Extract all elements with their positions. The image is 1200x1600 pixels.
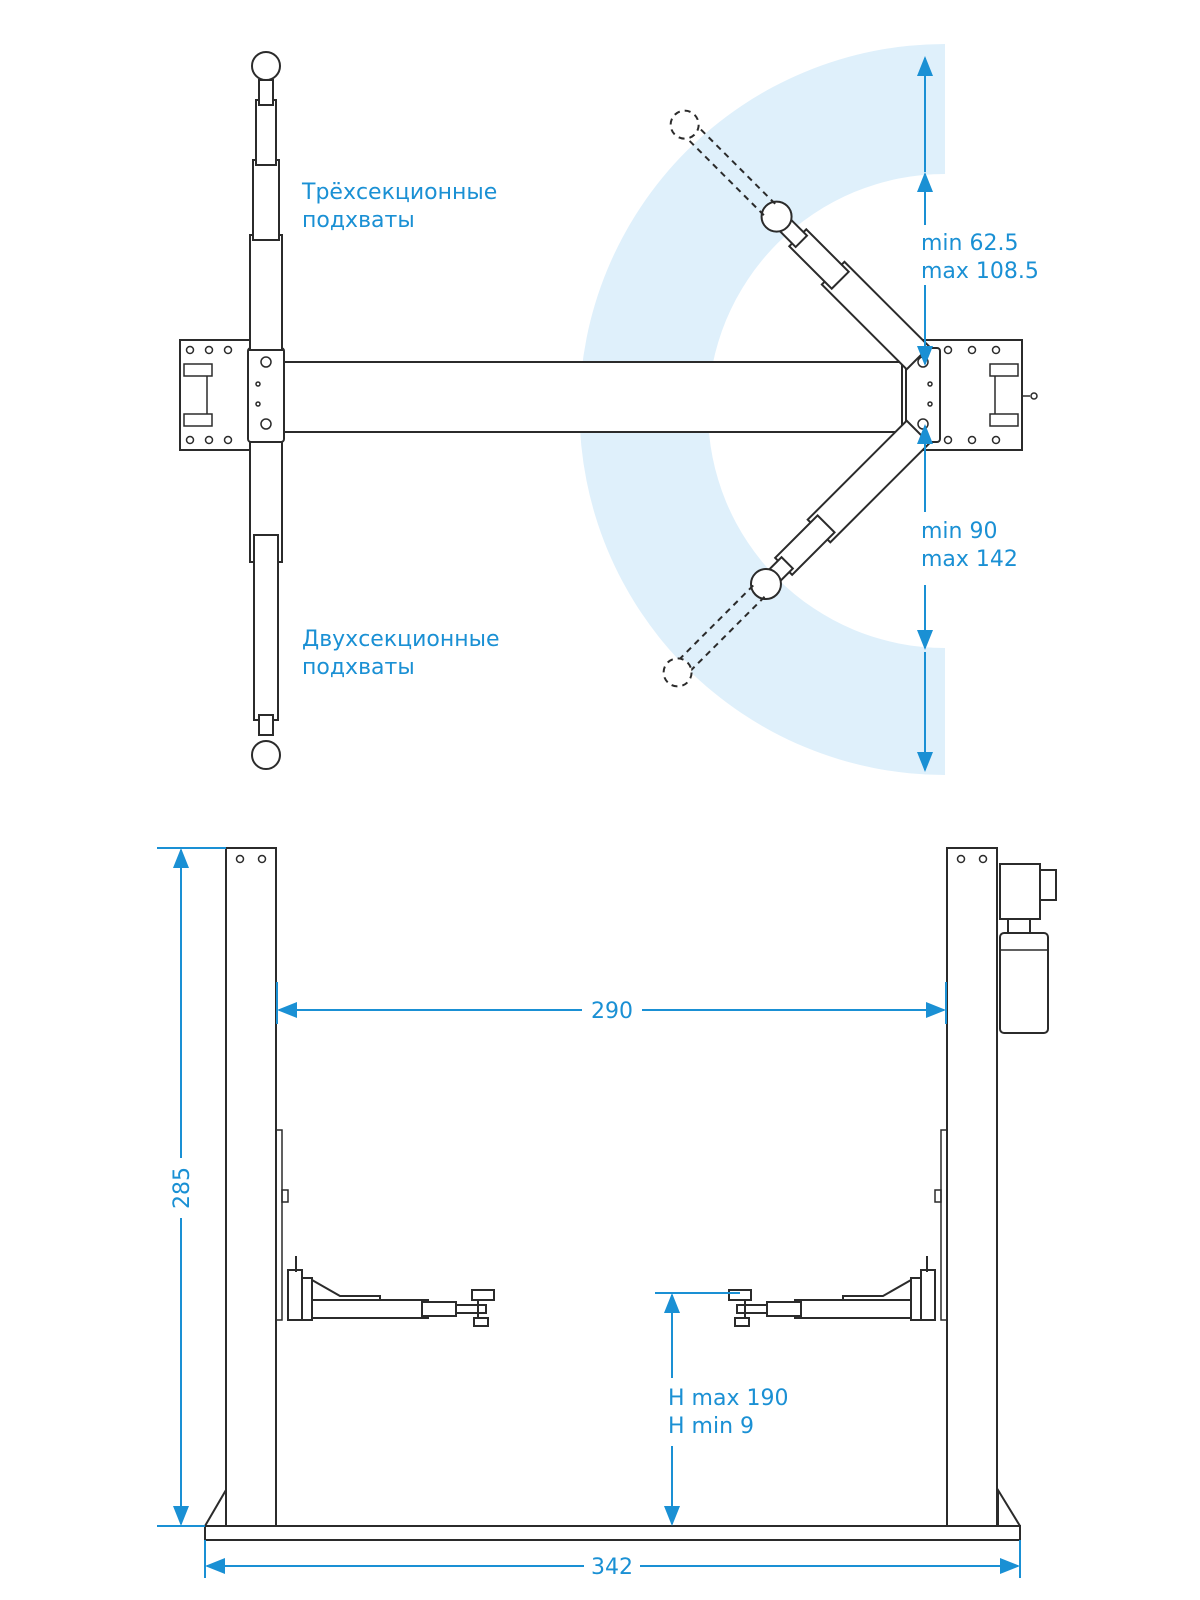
lower-arm-max: max 142 bbox=[921, 547, 1018, 572]
left-lift-arm bbox=[287, 1256, 495, 1327]
base-width-value: 342 bbox=[591, 1555, 633, 1580]
left-post-head bbox=[247, 347, 285, 443]
two-section-label-line1: Двухсекционные bbox=[302, 627, 500, 652]
upper-arm-min: min 62.5 bbox=[921, 231, 1018, 256]
right-lift-arm bbox=[728, 1256, 936, 1327]
lift-height-max: H max 190 bbox=[668, 1386, 788, 1411]
arm-swing-zone bbox=[579, 44, 945, 776]
top-view: Трёхсекционные подхваты Двухсекционные п… bbox=[179, 44, 1039, 776]
left-upper-arm bbox=[249, 51, 283, 351]
right-post-foot bbox=[997, 1486, 1021, 1527]
base-width-dimension: 342 bbox=[204, 1540, 1021, 1580]
front-view: 290 285 342 H max 190 H min 9 bbox=[157, 847, 1057, 1580]
right-lower-arm bbox=[662, 419, 931, 688]
lower-arm-min: min 90 bbox=[921, 519, 997, 544]
base-plate bbox=[204, 1525, 1021, 1541]
upper-arm-max: max 108.5 bbox=[921, 259, 1039, 284]
right-column bbox=[934, 847, 998, 1527]
height-value: 285 bbox=[170, 1167, 195, 1209]
lift-height-min: H min 9 bbox=[668, 1414, 754, 1439]
left-post-foot bbox=[204, 1486, 227, 1527]
right-upper-arm bbox=[669, 109, 931, 371]
height-dimension: 285 bbox=[157, 847, 226, 1527]
three-section-label-line2: подхваты bbox=[302, 208, 415, 233]
left-column bbox=[225, 847, 289, 1527]
power-unit bbox=[999, 863, 1057, 1034]
three-section-label-line1: Трёхсекционные bbox=[301, 180, 497, 205]
left-lower-arm bbox=[249, 441, 283, 770]
crossbeam bbox=[281, 361, 903, 433]
two-section-label-line2: подхваты bbox=[302, 655, 415, 680]
lift-height-dimension: H max 190 H min 9 bbox=[655, 1292, 788, 1526]
inner-width-dimension: 290 bbox=[276, 982, 947, 1024]
inner-width-value: 290 bbox=[591, 999, 633, 1024]
